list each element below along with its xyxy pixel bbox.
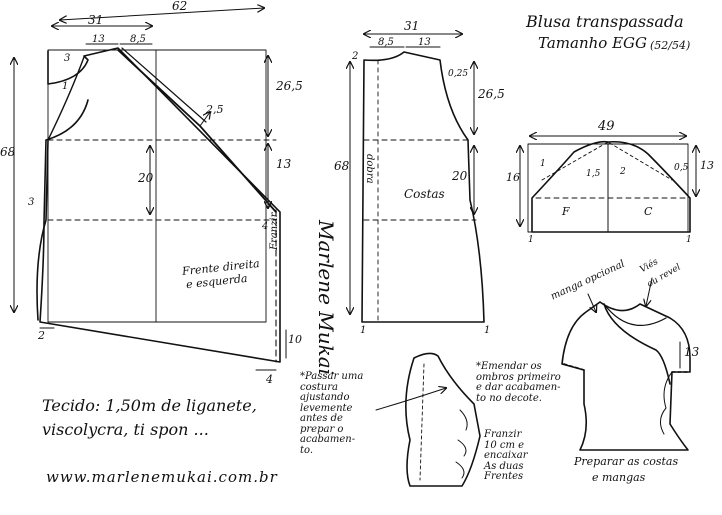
- note-stitch-line: costura: [300, 381, 338, 393]
- back-corner: 2: [352, 51, 359, 62]
- sketch-gather-len: 13: [684, 345, 700, 359]
- back-neck-a: 8,5: [378, 37, 394, 48]
- note-gather-line: 10 cm e: [484, 439, 525, 451]
- website: www.marlenemukai.com.br: [46, 468, 278, 486]
- back-hem-right: 1: [484, 325, 491, 336]
- title-box: [518, 10, 716, 68]
- note-stitch-line: to.: [300, 444, 314, 456]
- back-neck-b: 13: [418, 37, 431, 48]
- front-length: 68: [0, 145, 16, 159]
- front-right-small: 4: [262, 221, 269, 232]
- fabric-note-line2: viscolycra, ti spon ...: [42, 420, 209, 439]
- back-label: Costas: [404, 187, 445, 201]
- back-pattern-piece: [350, 34, 485, 323]
- note-gather-line: encaixar: [484, 450, 528, 461]
- note-stitch-line: *Passar uma: [300, 371, 364, 382]
- front-neck-b: 8,5: [130, 34, 146, 45]
- fabric-note-line1: Tecido: 1,50m de liganete,: [42, 396, 257, 415]
- sleeve-hem-left: 1: [528, 235, 534, 245]
- note-shoulder-line: to no decote.: [476, 392, 542, 404]
- sleeve-height-right: 13: [700, 159, 714, 172]
- note-stitch-line: prepar o: [300, 423, 344, 435]
- back-waist: 20: [452, 169, 468, 183]
- sleeve-width: 49: [598, 119, 615, 134]
- front-neck-a: 13: [92, 34, 105, 45]
- signature: Marlene Mukai: [314, 220, 338, 376]
- front-side-mid: 13: [276, 157, 292, 171]
- note-shoulder-line: e dar acabamen-: [476, 382, 561, 393]
- note-shoulder-line: ombros primeiro: [476, 371, 561, 383]
- sleeve-hem-right: 1: [686, 235, 692, 245]
- back-fold-label: dobra: [364, 154, 375, 184]
- front-side-top: 26,5: [276, 79, 303, 93]
- front-hem-left: 2: [38, 329, 45, 342]
- front-ruffle-note: Franzir: [269, 212, 280, 250]
- title-size: (52/54): [650, 39, 691, 52]
- note-gather: Franzir 10 cm e encaixar As duas Frentes: [484, 429, 528, 483]
- sleeve-pattern-piece: [520, 136, 696, 233]
- note-stitch-line: acabamen-: [300, 434, 356, 445]
- note-shoulder: *Emendar os ombros primeiro e dar acabam…: [476, 361, 561, 404]
- front-hip-mark: 3: [28, 197, 35, 208]
- back-length: 68: [334, 159, 350, 173]
- front-corner-b: 1: [62, 81, 69, 92]
- note-gather-line: As duas: [484, 460, 524, 472]
- sketch-finish-2: e mangas: [592, 471, 646, 484]
- note-stitch-line: antes de: [300, 413, 343, 424]
- sleeve-back-label: C: [644, 205, 653, 218]
- back-outline: [361, 51, 485, 323]
- front-hem-bottom: 4: [266, 373, 273, 386]
- front-corner-a: 3: [64, 53, 71, 64]
- note-stitch-line: ajustando: [300, 392, 350, 403]
- sleeve-height-left: 16: [506, 171, 520, 184]
- front-hem-right: 10: [288, 333, 302, 346]
- sleeve-outline: [531, 140, 691, 233]
- note-shoulder-line: *Emendar os: [476, 361, 542, 372]
- sleeve-left-mark: 1: [540, 159, 546, 169]
- garment-sketch: [561, 277, 691, 451]
- sleeve-right-mark: 0,5: [674, 163, 689, 173]
- back-armhole: 0,25: [448, 69, 469, 79]
- front-width-top: 31: [88, 13, 104, 27]
- back-width-top: 31: [404, 19, 420, 33]
- title-line1: Blusa transpassada: [526, 12, 684, 31]
- sleeve-mid-a: 1,5: [586, 169, 601, 179]
- bodice-detail-sketch: [375, 352, 481, 487]
- sleeve-front-label: F: [562, 205, 570, 218]
- sleeve-mid-b: 2: [620, 167, 626, 177]
- front-pattern-piece: [14, 8, 287, 371]
- back-side-top: 26,5: [478, 87, 505, 101]
- note-gather-line: Franzir: [484, 429, 522, 440]
- front-waist: 20: [138, 171, 154, 185]
- front-outline: [39, 47, 281, 363]
- sketch-finish-1: Preparar as costas: [574, 455, 679, 468]
- front-width-total: 62: [172, 0, 188, 13]
- front-shoulder-diag: 2,5: [206, 103, 224, 116]
- note-gather-line: Frentes: [484, 471, 524, 482]
- back-hem-left: 1: [360, 325, 367, 336]
- title-line2: Tamanho EGG: [538, 34, 647, 52]
- note-stitch-line: levemente: [300, 402, 353, 414]
- note-stitch: *Passar uma costura ajustando levemente …: [300, 371, 364, 456]
